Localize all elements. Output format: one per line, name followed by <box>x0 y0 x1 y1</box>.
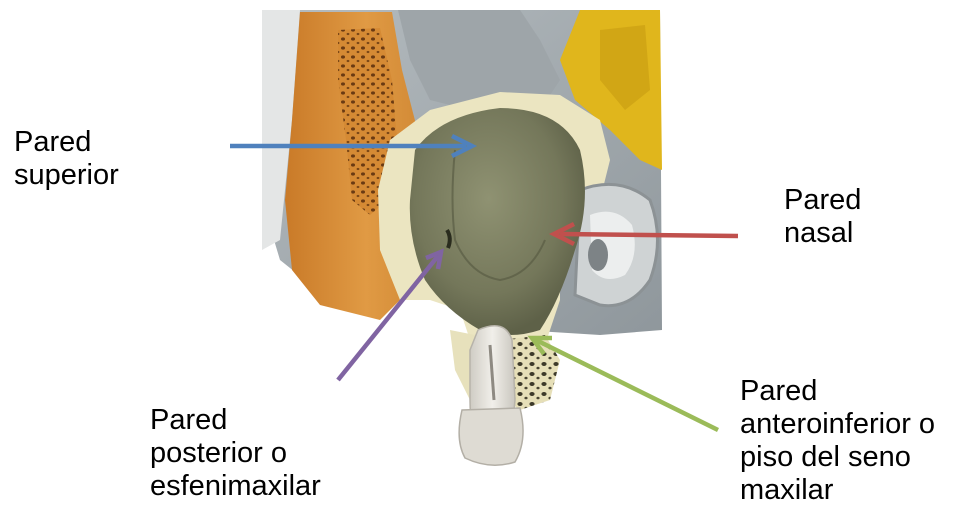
label-line: superior <box>14 159 119 192</box>
label-pared-superior: Pared superior <box>14 126 119 192</box>
blue-arrow <box>230 136 472 156</box>
green-arrow <box>532 338 718 430</box>
label-line: Pared <box>740 375 935 408</box>
label-line: posterior o <box>150 437 321 470</box>
label-line: nasal <box>784 217 861 250</box>
label-pared-nasal: Pared nasal <box>784 184 861 250</box>
label-line: anteroinferior o <box>740 408 935 441</box>
label-line: Pared <box>150 404 321 437</box>
label-pared-anteroinferior: Pared anteroinferior o piso del seno max… <box>740 375 935 507</box>
label-line: Pared <box>784 184 861 217</box>
label-line: maxilar <box>740 474 935 507</box>
red-arrow <box>554 224 738 244</box>
label-pared-posterior: Pared posterior o esfenimaxilar <box>150 404 321 503</box>
purple-arrow <box>338 252 441 380</box>
label-line: piso del seno <box>740 441 935 474</box>
label-line: Pared <box>14 126 119 159</box>
label-line: esfenimaxilar <box>150 470 321 503</box>
